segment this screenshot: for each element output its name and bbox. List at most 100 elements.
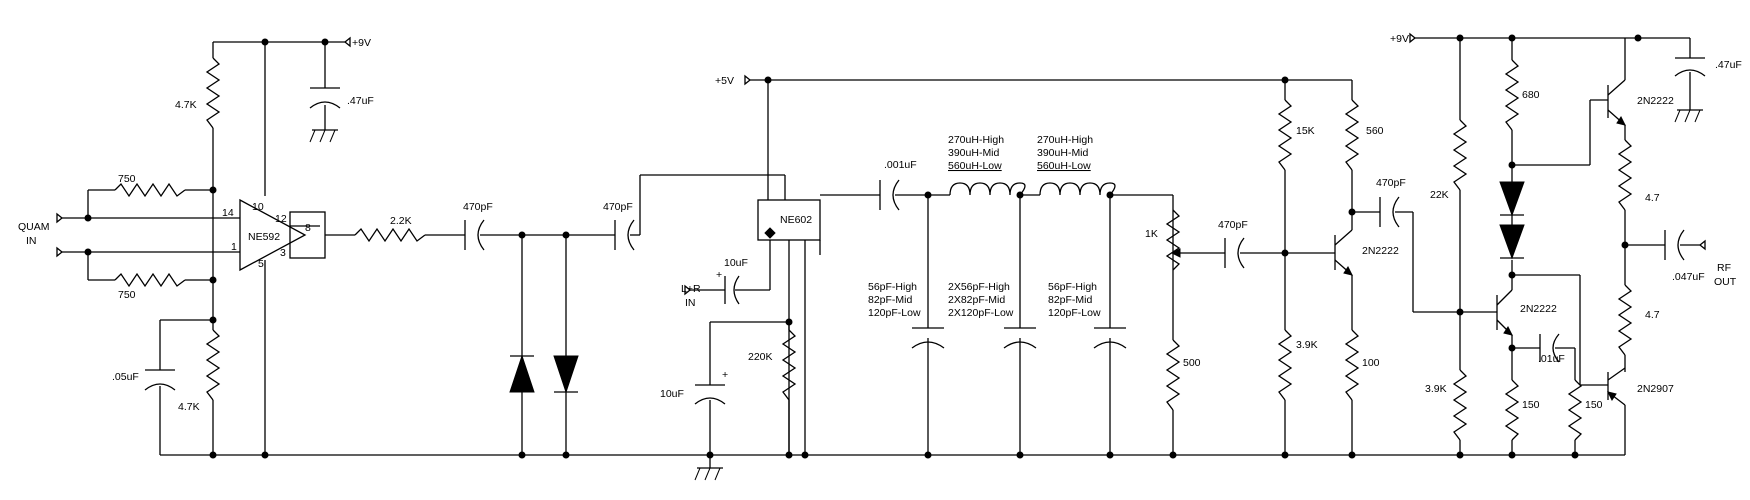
diode-3 [1499, 181, 1525, 217]
r47k-top-label: 4.7K [175, 99, 197, 111]
l2-label-3: 560uH-Low [1037, 160, 1091, 172]
c56b-label-3: 120pF-Low [1048, 307, 1101, 319]
c10uf-in-label: 10uF [724, 257, 748, 269]
resistor-560 [1344, 99, 1360, 171]
diode-4 [1499, 224, 1525, 260]
junction-dots [84, 34, 1642, 459]
c470-3-label: 470pF [1218, 219, 1248, 231]
inductor-2 [1039, 182, 1116, 196]
resistor-500 [1165, 339, 1181, 411]
pin5-label: 5 [258, 258, 264, 270]
inductor-1 [949, 182, 1026, 196]
vplus5-label: +5V [715, 75, 734, 87]
c56-label-2: 82pF-Mid [868, 294, 913, 306]
r22k-label: 2.2K [390, 215, 412, 227]
rf-out-label-2: OUT [1714, 276, 1737, 288]
resistor-2-2k [354, 227, 426, 243]
resistor-22k [1452, 119, 1468, 191]
resistor-680 [1504, 59, 1520, 131]
resistors [114, 57, 1633, 455]
diode-1 [509, 354, 535, 393]
transistor-arrows [1343, 116, 1626, 401]
resistor-4-7-top [1617, 139, 1633, 211]
resistor-750-bottom [114, 272, 186, 288]
ports [56, 32, 1706, 296]
c047-out-label: .047uF [1672, 271, 1705, 283]
resistor-750-top [114, 182, 186, 198]
quam-in-label-2: IN [26, 235, 37, 247]
resistor-15k [1277, 99, 1293, 171]
vplus9-right-label: +9V [1390, 33, 1409, 45]
c56b-label-1: 56pF-High [1048, 281, 1097, 293]
r15k-label: 15K [1296, 125, 1315, 137]
q2-label: 2N2222 [1520, 303, 1557, 315]
c2x-label-3: 2X120pF-Low [948, 307, 1014, 319]
r47-b-label: 4.7 [1645, 309, 1660, 321]
plus-sign-2: + [722, 369, 728, 381]
r150-b-label: 150 [1585, 399, 1603, 411]
l2-label-2: 390uH-Mid [1037, 147, 1089, 159]
resistor-3-9k-right [1452, 369, 1468, 441]
c001-label: .001uF [884, 159, 917, 171]
lr-in-label-1: L+R [681, 283, 701, 295]
resistor-150-right [1567, 379, 1583, 441]
vplus9-left-label: +9V [352, 37, 371, 49]
r560-label: 560 [1366, 125, 1384, 137]
c01-label: .01uF [1538, 353, 1565, 365]
ne602-mixer [757, 199, 821, 241]
r100-label: 100 [1362, 357, 1380, 369]
wires [62, 37, 1700, 468]
l1-label-3: 560uH-Low [948, 160, 1002, 172]
q1-label: 2N2222 [1362, 245, 1399, 257]
resistor-3-9k-left [1277, 329, 1293, 401]
resistor-4-7k-bottom [205, 329, 221, 401]
resistor-100 [1344, 329, 1360, 401]
diodes [509, 181, 1525, 394]
pot-wiper-arrow [1170, 248, 1181, 258]
r22k-b-label: 22K [1430, 189, 1449, 201]
c2x-label-1: 2X56pF-High [948, 281, 1010, 293]
capacitors [144, 57, 1706, 405]
potentiometer-1k [1165, 209, 1181, 271]
r680-label: 680 [1522, 89, 1540, 101]
plus-sign-1: + [716, 269, 722, 281]
l1-label-2: 390uH-Mid [948, 147, 1000, 159]
r220k-label: 220K [748, 351, 773, 363]
inductors [949, 182, 1116, 196]
pot1k-label: 1K [1145, 228, 1158, 240]
q4-label: 2N2907 [1637, 383, 1674, 395]
c047-right-label: .47uF [1715, 59, 1742, 71]
diode-2 [553, 355, 579, 394]
c047-left-label: .47uF [347, 95, 374, 107]
c470-2-label: 470pF [603, 201, 633, 213]
pin8-label: 8 [305, 222, 311, 234]
rf-out-label-1: RF [1717, 262, 1731, 274]
lr-in-label-2: IN [685, 297, 696, 309]
r39k-b-label: 3.9K [1425, 383, 1447, 395]
r150-a-label: 150 [1522, 399, 1540, 411]
c10uf-bot-label: 10uF [660, 388, 684, 400]
r47k-bot-label: 4.7K [178, 401, 200, 413]
r39k-a-label: 3.9K [1296, 339, 1318, 351]
resistor-220k [781, 329, 797, 455]
c470-4-label: 470pF [1376, 177, 1406, 189]
c470-1-label: 470pF [463, 201, 493, 213]
l2-label-1: 270uH-High [1037, 134, 1093, 146]
ground-symbols [309, 109, 1703, 481]
resistor-4-7-bottom [1617, 284, 1633, 356]
pin1-label: 1 [231, 241, 237, 253]
quam-in-label-1: QUAM [18, 221, 50, 233]
ne592-amplifier [239, 198, 326, 272]
c56-label-1: 56pF-High [868, 281, 917, 293]
c2x-label-2: 2X82pF-Mid [948, 294, 1005, 306]
l1-label-1: 270uH-High [948, 134, 1004, 146]
ne592-label: NE592 [248, 231, 280, 243]
labels: QUAM IN +9V .47uF 4.7K 750 750 14 10 12 … [18, 33, 1742, 413]
r750-bot-label: 750 [118, 289, 136, 301]
c56b-label-2: 82pF-Mid [1048, 294, 1093, 306]
pin12-label: 12 [275, 213, 287, 225]
resistor-150-left [1504, 379, 1520, 441]
r750-top-label: 750 [118, 173, 136, 185]
q3-label: 2N2222 [1637, 95, 1674, 107]
